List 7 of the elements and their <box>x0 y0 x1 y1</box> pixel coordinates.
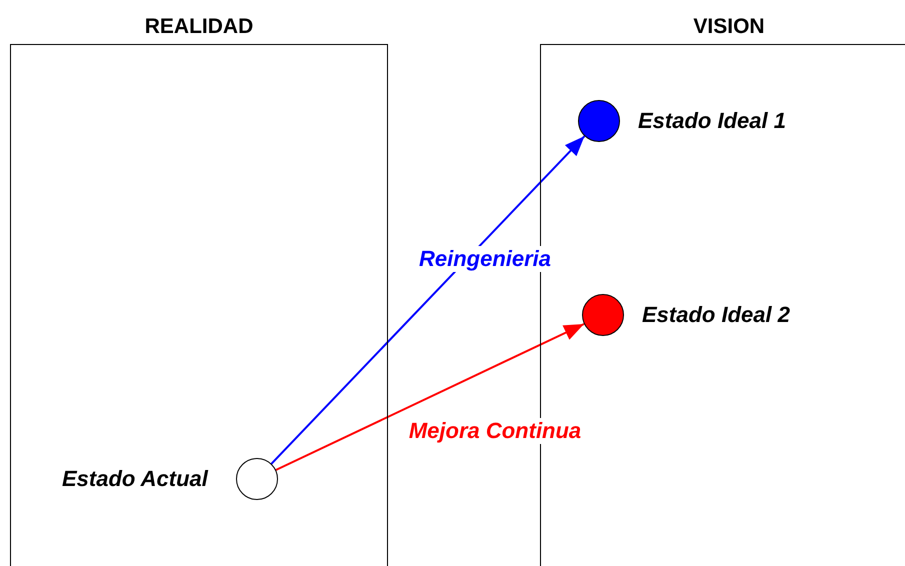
arrow <box>270 135 586 465</box>
state-label: Estado Ideal 1 <box>638 108 786 134</box>
state-label: Estado Actual <box>62 466 208 492</box>
state-label: Estado Ideal 2 <box>642 302 790 328</box>
arrow <box>275 323 584 471</box>
panel-heading: VISION <box>692 14 766 40</box>
panel-heading: REALIDAD <box>144 14 254 40</box>
